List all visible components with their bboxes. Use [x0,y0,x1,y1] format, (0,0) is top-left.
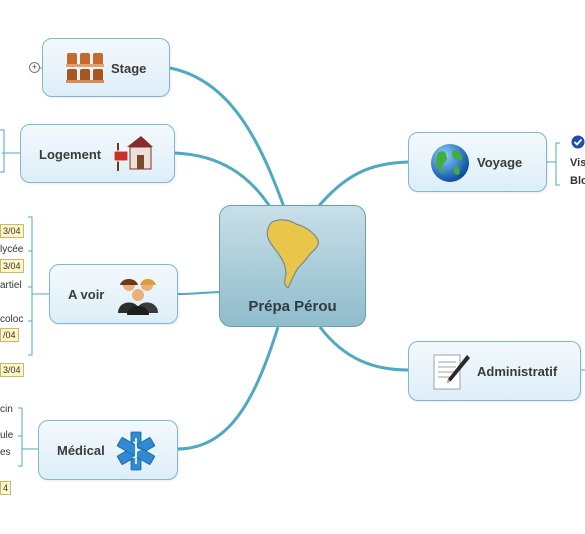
topic-avoir[interactable]: A voir [49,264,178,324]
voyage-child-visa[interactable]: Vis [570,157,585,169]
expand-stage-button[interactable]: + [29,62,40,73]
topic-medical[interactable]: Médical [38,420,178,480]
medical-child-1[interactable]: cin [0,404,13,415]
date-badge: 3/04 [0,259,24,273]
avoir-child-partiel[interactable]: artiel [0,280,22,291]
date-badge: 4 [0,481,12,495]
avoir-child-lycee[interactable]: lycée [0,244,24,255]
medical-star-of-life-icon [117,431,155,471]
connector-medical [177,326,280,451]
topic-avoir-label: A voir [68,287,105,302]
cinema-seats-icon [66,53,104,83]
voyage-child-blog[interactable]: Blo [570,175,585,187]
topic-logement[interactable]: Logement [20,124,175,183]
connector-avoir [177,291,223,295]
medical-child-3[interactable]: es [0,447,11,458]
topic-stage-label: Stage [111,61,147,76]
central-topic[interactable]: Prépa Pérou [219,205,366,327]
topic-logement-label: Logement [39,147,102,162]
topic-administratif[interactable]: Administratif [408,341,581,401]
topic-medical-label: Médical [57,443,105,458]
south-america-map-icon [266,219,319,289]
topic-administratif-label: Administratif [477,364,558,379]
connector-stage [169,66,287,211]
date-badge: 3/04 [0,224,24,238]
medical-child-2[interactable]: ule [0,430,14,441]
topic-stage[interactable]: Stage [42,38,170,97]
connector-logement [174,151,274,211]
date-badge: /04 [0,328,19,342]
house-for-sale-icon [113,136,153,171]
people-group-icon [118,279,158,315]
globe-icon [431,144,469,182]
topic-voyage[interactable]: Voyage [408,132,547,192]
connector-administratif [318,326,409,372]
connector-voyage [316,160,409,208]
central-title: Prépa Pérou [248,298,337,315]
avoir-child-coloc[interactable]: coloc [0,314,24,325]
document-pen-icon [433,354,470,390]
date-badge: 3/04 [0,363,24,377]
topic-voyage-label: Voyage [477,155,523,170]
checkmark-icon [571,135,585,149]
